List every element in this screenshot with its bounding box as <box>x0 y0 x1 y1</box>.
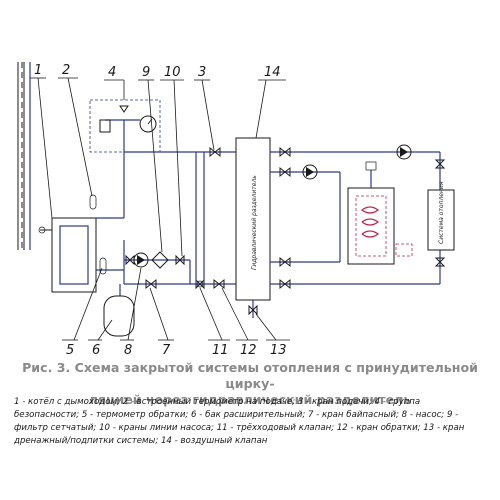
leader-lines <box>30 77 290 341</box>
consumer-label: Система отопления <box>438 181 445 244</box>
callout-11: 11 <box>212 343 229 358</box>
callout-3: 3 <box>198 65 206 80</box>
legend: 1 - котёл с дымоходом; 2 - встроенный те… <box>14 396 488 448</box>
legend-item: 14 - воздушный клапан <box>160 436 268 446</box>
callout-5: 5 <box>66 343 74 358</box>
legend-item: 9 - фильтр сетчатый; <box>14 410 459 433</box>
callout-14: 14 <box>264 65 281 80</box>
figure-caption: Рис. 3. Схема закрытой системы отопления… <box>12 360 488 408</box>
heating-system-box: Система отопления <box>427 181 455 251</box>
legend-item: 6 - бак расширительный; <box>191 410 306 420</box>
supply-valve <box>209 146 221 158</box>
chimney <box>17 62 31 250</box>
callout-10: 10 <box>164 65 181 80</box>
expansion-tank <box>103 284 135 337</box>
supply-thermometer <box>89 194 97 210</box>
legend-item: 10 - краны линии насоса; <box>99 423 214 433</box>
boiler <box>38 217 97 293</box>
callout-1: 1 <box>34 63 42 78</box>
legend-item: 2 - встроенный термометр на подаче; <box>122 397 296 407</box>
caption-line-1: Рис. 3. Схема закрытой системы отопления… <box>22 360 478 391</box>
right-valves <box>279 146 446 290</box>
legend-item: 8 - насос; <box>401 410 445 420</box>
callout-9: 9 <box>142 65 150 80</box>
pump-line-valve <box>125 254 185 266</box>
legend-item: 12 - кран обратки; <box>336 423 421 433</box>
legend-item: 13 - кран дренажный/подпитки системы; <box>14 423 465 446</box>
bypass-valve <box>145 278 157 290</box>
heating-schematic: Гидравлический разделитель Сис <box>17 62 455 358</box>
legend-item: 1 - котёл с дымоходом; <box>14 397 120 407</box>
callout-12: 12 <box>240 343 257 358</box>
callout-4: 4 <box>108 65 116 80</box>
thermostat <box>395 243 413 257</box>
hot-water-tank <box>347 161 395 265</box>
callout-7: 7 <box>162 343 171 358</box>
return-valve <box>213 278 225 290</box>
caption-line-2: ляцией через гидравлический разделитель <box>88 392 412 407</box>
callout-2: 2 <box>62 63 70 78</box>
return-thermometer <box>99 257 107 275</box>
strainer-filter <box>151 251 169 269</box>
three-way-valve <box>195 278 205 290</box>
separator-label: Гидравлический разделитель <box>251 175 258 270</box>
callout-13: 13 <box>270 343 287 358</box>
legend-item: 7 - кран байпасный; <box>307 410 399 420</box>
drain-valve <box>248 304 258 316</box>
hydraulic-separator: Гидравлический разделитель <box>235 137 271 301</box>
legend-item: 5 - термометр обратки; <box>81 410 189 420</box>
safety-group <box>89 99 161 153</box>
right-pumps <box>302 144 412 180</box>
legend-item: 3 - кран подачи; <box>297 397 372 407</box>
legend-item: 4 - группа безопасности; <box>14 397 421 420</box>
callout-8: 8 <box>124 343 132 358</box>
callout-6: 6 <box>92 343 100 358</box>
legend-item: 11 - трёхходовый клапан; <box>216 423 335 433</box>
